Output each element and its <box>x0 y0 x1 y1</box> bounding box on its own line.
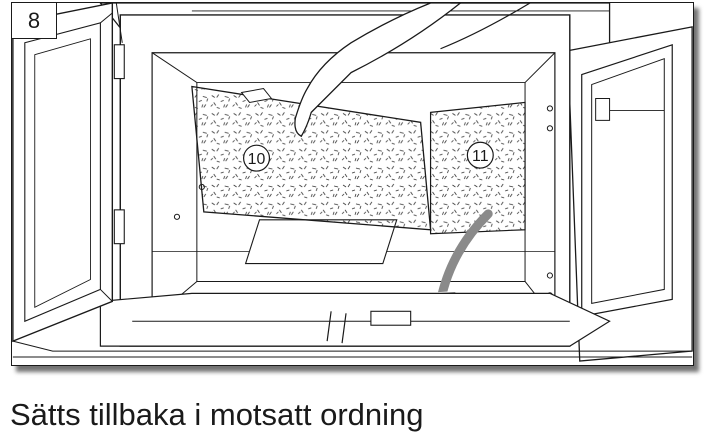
hand-illustration <box>294 3 462 138</box>
instruction-caption: Sätts tillbaka i motsatt ordning <box>10 397 424 432</box>
removal-arrow <box>436 209 493 306</box>
instruction-figure: 10 11 8 <box>11 2 694 366</box>
part-label-10: 10 <box>248 151 266 168</box>
part-label-11-circle <box>466 141 494 169</box>
part-label-11: 11 <box>472 148 489 165</box>
part-label-10-circle <box>243 144 271 172</box>
stove-illustration: 10 11 <box>12 3 693 362</box>
step-number: 8 <box>12 3 57 39</box>
